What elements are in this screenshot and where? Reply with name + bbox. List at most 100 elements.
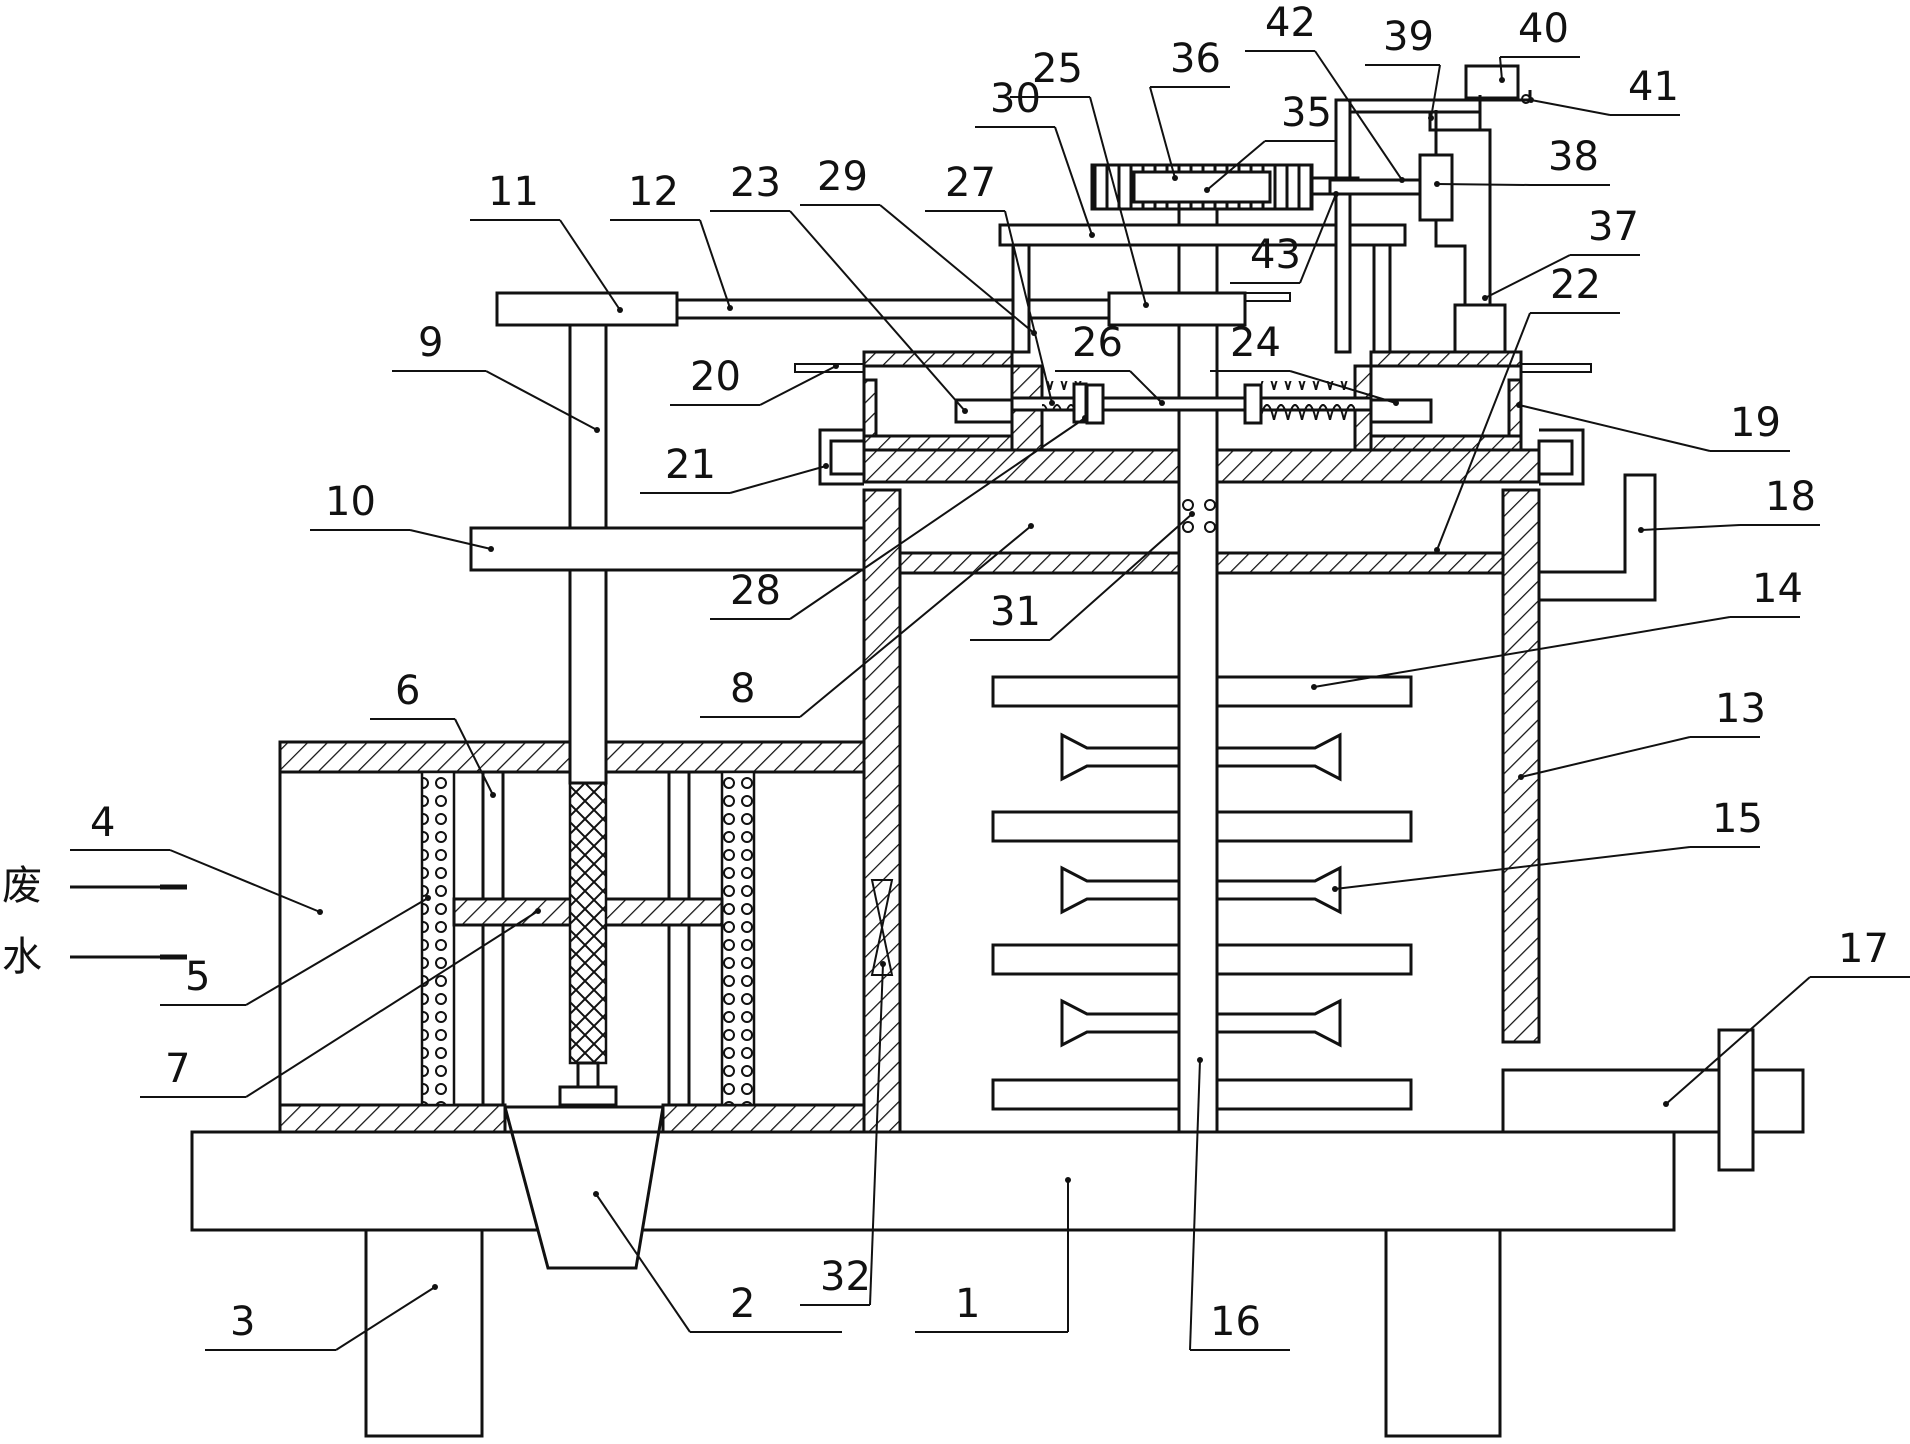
leader-pointer-12 (699, 219, 731, 309)
pretreatment-tank (278, 740, 866, 1134)
discharge-pipe (1501, 1028, 1805, 1172)
part-label-5: 5 (185, 954, 210, 1000)
part-label-16: 16 (1210, 1299, 1261, 1345)
inlet-label-char-2: 水 (2, 934, 42, 980)
part-label-8: 8 (730, 666, 755, 712)
leader-pointer-15 (1334, 846, 1691, 890)
leader-pointer-31 (1049, 513, 1193, 641)
leader-pointer-17 (1665, 976, 1811, 1105)
part-label-15: 15 (1712, 796, 1763, 842)
leader-dot-26 (1159, 400, 1165, 406)
part-label-39: 39 (1383, 14, 1434, 60)
leader-pointer-11 (559, 219, 621, 311)
leader-dot-32 (880, 961, 886, 967)
part-label-25: 25 (1032, 46, 1083, 92)
leader-pointer-21 (729, 465, 827, 494)
leader-dot-36 (1172, 175, 1178, 181)
leader-dot-24 (1393, 400, 1399, 406)
leader-dot-30 (1089, 232, 1095, 238)
part-label-20: 20 (690, 354, 741, 400)
part-label-19: 19 (1730, 400, 1781, 446)
leader-pointer-37 (1484, 254, 1571, 299)
leader-pointer-29 (879, 204, 1035, 334)
leader-pointer-25 (1089, 96, 1147, 306)
leader-pointer-38 (1436, 183, 1531, 186)
leader-pointer-20 (759, 365, 837, 406)
part-label-26: 26 (1072, 320, 1123, 366)
leader-dot-4 (317, 909, 323, 915)
base-plate (190, 1130, 1676, 1232)
leader-dot-31 (1189, 511, 1195, 517)
leader-pointer-40 (1499, 56, 1503, 81)
leader-pointer-3 (335, 1286, 436, 1351)
part-label-3: 3 (230, 1299, 255, 1345)
part-label-14: 14 (1752, 566, 1803, 612)
leader-dot-10 (488, 546, 494, 552)
leader-pointer-4 (169, 849, 321, 913)
leader-pointer-19 (1518, 404, 1711, 452)
part-label-40: 40 (1518, 6, 1569, 52)
leader-dot-3 (432, 1284, 438, 1290)
leader-dot-28 (1082, 415, 1088, 421)
part-label-17: 17 (1838, 926, 1889, 972)
leader-dot-5 (425, 895, 431, 901)
leader-pointer-43 (1299, 193, 1337, 284)
part-label-24: 24 (1230, 320, 1281, 366)
gear-train (1090, 163, 1422, 211)
leader-pointer-26 (1129, 370, 1163, 404)
leader-dot-27 (1049, 400, 1055, 406)
leader-dot-41 (1528, 97, 1534, 103)
leader-dot-21 (823, 463, 829, 469)
part-label-37: 37 (1588, 204, 1639, 250)
leader-dot-42 (1399, 177, 1405, 183)
part-label-36: 36 (1170, 36, 1221, 82)
part-label-31: 31 (990, 589, 1041, 635)
leader-dot-8 (1028, 523, 1034, 529)
leader-pointer-30 (1054, 126, 1093, 236)
leader-dot-39 (1428, 115, 1434, 121)
dosing-pipe (1539, 473, 1657, 602)
leader-pointer-42 (1314, 50, 1403, 181)
slider-arm (1244, 292, 1291, 302)
part-label-13: 13 (1715, 686, 1766, 732)
leader-pointer-8 (799, 525, 1032, 718)
leader-pointer-22 (1436, 312, 1531, 551)
leader-dot-38 (1434, 181, 1440, 187)
leader-pointer-14 (1313, 616, 1731, 688)
leader-dot-23 (962, 408, 968, 414)
part-label-42: 42 (1265, 0, 1316, 46)
leader-dot-1 (1065, 1177, 1071, 1183)
leader-dot-9 (594, 427, 600, 433)
leader-dot-35 (1204, 187, 1210, 193)
part-label-35: 35 (1281, 90, 1332, 136)
part-label-27: 27 (945, 160, 996, 206)
leader-pointer-28 (789, 417, 1086, 620)
leader-pointer-16 (1189, 1059, 1201, 1351)
part-label-29: 29 (817, 154, 868, 200)
leader-pointer-27 (1004, 210, 1053, 404)
leader-pointer-9 (485, 370, 598, 431)
part-label-9: 9 (418, 320, 443, 366)
leader-pointer-41 (1530, 99, 1611, 116)
part-label-1: 1 (955, 1281, 980, 1327)
leader-dot-13 (1518, 774, 1524, 780)
leader-dot-14 (1311, 684, 1317, 690)
leader-dot-25 (1143, 302, 1149, 308)
leader-pointer-39 (1430, 64, 1441, 119)
leader-pointer-2 (595, 1193, 691, 1333)
part-label-7: 7 (165, 1046, 190, 1092)
leader-dot-6 (490, 792, 496, 798)
leader-dot-43 (1333, 191, 1339, 197)
leader-pointer-35 (1206, 140, 1266, 191)
leader-dot-22 (1434, 547, 1440, 553)
leader-pointer-32 (869, 963, 884, 1306)
stirring-shaft (1177, 195, 1219, 1134)
part-label-18: 18 (1765, 474, 1816, 520)
leader-dot-12 (727, 305, 733, 311)
part-label-4: 4 (90, 800, 115, 846)
leader-pointer-18 (1640, 524, 1741, 531)
leader-dot-29 (1031, 330, 1037, 336)
sludge-hopper (503, 1105, 665, 1270)
